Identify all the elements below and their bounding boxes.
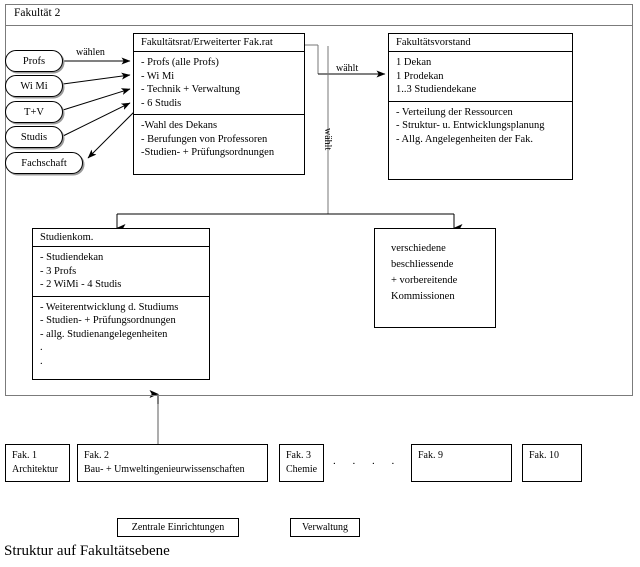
class-box-fakultaetsrat[interactable]: Fakultätsrat/Erweiterter Fak.rat - Profs… (133, 33, 305, 175)
fakultaetsvorstand-task: - Struktur- u. Entwicklungsplanung (396, 120, 545, 131)
fakultaetsvorstand-member: 1 Dekan (396, 57, 432, 68)
faculty-box-number: Fak. 3 (286, 450, 311, 461)
actor-profs[interactable]: Profs (5, 50, 63, 72)
studienkommission-tasks: - Weiterentwicklung d. Studiums - Studie… (33, 295, 209, 373)
actor-tv-label: T+V (24, 106, 44, 118)
actor-tv[interactable]: T+V (5, 101, 63, 123)
studienkommission-task: . (40, 342, 43, 353)
actor-studis[interactable]: Studis (5, 126, 63, 148)
fakultaetsrat-member: - Technik + Verwaltung (141, 84, 240, 95)
figure-caption: Struktur auf Fakultätsebene (4, 543, 170, 559)
fakultaetsrat-task: -Wahl des Dekans (141, 120, 218, 131)
edge-studis (62, 102, 131, 137)
actor-profs-label: Profs (22, 55, 46, 67)
faculty-box-number: Fak. 10 (529, 450, 559, 461)
studienkommission-member: - Studiendekan (40, 252, 104, 263)
faculty-box-name: Chemie (286, 464, 318, 475)
studienkommission-task: - Weiterentwicklung d. Studiums (40, 301, 179, 313)
faculty-box-fak-1[interactable]: Fak. 1 Architektur (5, 444, 70, 482)
kommissionen-line: + vorbereitende (391, 275, 458, 286)
edge-wimi (62, 72, 131, 85)
fakultaetsrat-members: - Profs (alle Profs) - Wi Mi - Technik +… (134, 52, 304, 114)
fakultaetsrat-member: - Profs (alle Profs) (141, 57, 219, 68)
faculty-container (5, 4, 633, 396)
fakultaetsrat-member: - Wi Mi (141, 70, 175, 82)
fakultaetsrat-task: - Berufungen von Professoren (141, 133, 268, 145)
faculty-box-name: Bau- + Umweltingenieurwissenschaften (84, 464, 245, 475)
faculty-box-fak-10[interactable]: Fak. 10 (522, 444, 582, 482)
edge-tv (62, 88, 131, 111)
faculty-container-title: Fakultät 2 (5, 4, 633, 26)
faculty-box-number: Fak. 9 (418, 450, 443, 461)
kommissionen-text: verschiedene beschliessende + vorbereite… (391, 241, 457, 305)
class-box-studienkommission[interactable]: Studienkom. - Studiendekan - 3 Profs - 2… (32, 228, 210, 380)
unit-box-verwaltung[interactable]: Verwaltung (290, 518, 360, 537)
unit-box-zentrale-einrichtungen[interactable]: Zentrale Einrichtungen (117, 518, 239, 537)
studienkommission-header: Studienkom. (33, 229, 209, 247)
studienkommission-members: - Studiendekan - 3 Profs - 2 WiMi - 4 St… (33, 247, 209, 296)
studienkommission-task: - allg. Studienangelegenheiten (40, 328, 168, 340)
kommissionen-line: beschliessende (391, 259, 454, 270)
class-box-fakultaetsvorstand[interactable]: Fakultätsvorstand 1 Dekan 1 Prodekan 1..… (388, 33, 573, 180)
class-box-kommissionen[interactable]: verschiedene beschliessende + vorbereite… (374, 228, 496, 328)
fakultaetsvorstand-members: 1 Dekan 1 Prodekan 1..3 Studiendekane (389, 52, 572, 101)
unit-box-label: Zentrale Einrichtungen (131, 522, 225, 533)
fakultaetsrat-member: - 6 Studis (141, 97, 182, 109)
fakultaetsrat-task: -Studien- + Prüfungsordnungen (141, 147, 275, 158)
studienkommission-member: - 3 Profs (40, 265, 77, 277)
fakultaetsvorstand-tasks: - Verteilung der Ressourcen - Struktur- … (389, 100, 572, 151)
faculty-box-number: Fak. 1 (12, 450, 37, 461)
studienkommission-task: - Studien- + Prüfungsordnungen (40, 315, 176, 326)
unit-box-label: Verwaltung (301, 522, 349, 533)
fakultaetsvorstand-header: Fakultätsvorstand (389, 34, 572, 52)
studienkommission-member: - 2 WiMi - 4 Studis (40, 279, 122, 290)
edge-label-waehlt-vertical: wählt (322, 128, 333, 151)
kommissionen-line: verschiedene (391, 243, 446, 254)
actor-fachschaft-label: Fachschaft (21, 157, 67, 169)
fakultaetsvorstand-member: 1..3 Studiendekane (396, 84, 477, 95)
faculty-box-fak-2[interactable]: Fak. 2 Bau- + Umweltingenieurwissenschaf… (77, 444, 268, 482)
kommissionen-line: Kommissionen (391, 291, 455, 302)
fakultaetsvorstand-task: - Allg. Angelegenheiten der Fak. (396, 133, 534, 145)
actor-fachschaft[interactable]: Fachschaft (5, 152, 83, 174)
faculty-box-name: Architektur (12, 464, 59, 475)
edge-label-waehlt-horizontal: wählt (336, 63, 359, 74)
faculty-box-fak-9[interactable]: Fak. 9 (411, 444, 512, 482)
studienkommission-task: . (40, 355, 43, 367)
fakultaetsvorstand-task: - Verteilung der Ressourcen (396, 106, 513, 118)
fakultaetsrat-tasks: -Wahl des Dekans - Berufungen von Profes… (134, 114, 304, 164)
edge-label-waehlen: wählen (76, 47, 105, 58)
actor-studis-label: Studis (20, 131, 48, 143)
faculty-row-ellipsis: . . . . . (333, 455, 421, 467)
faculty-container-title-label: Fakultät 2 (14, 7, 61, 19)
faculty-box-number: Fak. 2 (84, 450, 109, 461)
actor-wimi-label: Wi Mi (20, 80, 48, 92)
fakultaetsrat-header: Fakultätsrat/Erweiterter Fak.rat (134, 34, 304, 52)
faculty-box-fak-3[interactable]: Fak. 3 Chemie (279, 444, 324, 482)
actor-wimi[interactable]: Wi Mi (5, 75, 63, 97)
fakultaetsvorstand-member: 1 Prodekan (396, 70, 444, 82)
